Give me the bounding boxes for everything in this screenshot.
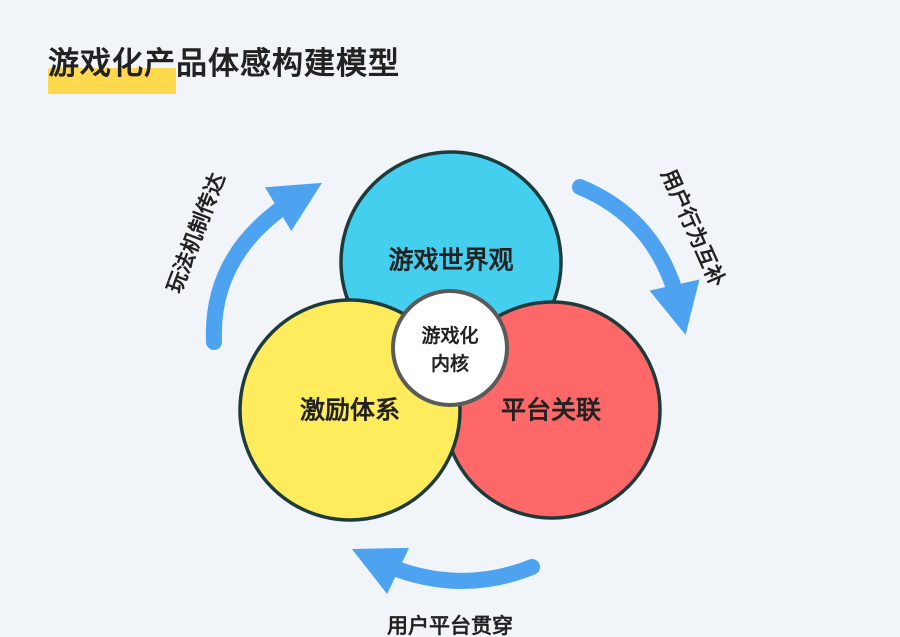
label-core-line1: 游戏化 bbox=[421, 324, 478, 347]
label-core-line2: 内核 bbox=[431, 352, 469, 375]
arrow-right bbox=[572, 179, 700, 335]
title-block: 游戏化产品体感构建模型 bbox=[48, 44, 400, 94]
label-platform: 平台关联 bbox=[501, 396, 601, 425]
page-title: 游戏化产品体感构建模型 bbox=[48, 46, 400, 82]
arrow-bottom bbox=[351, 547, 540, 595]
label-world: 游戏世界观 bbox=[388, 246, 513, 275]
arrow-left bbox=[205, 182, 322, 350]
circle-core bbox=[391, 289, 509, 407]
label-arrow-bottom: 用户平台贯穿 bbox=[387, 614, 513, 637]
label-incentive: 激励体系 bbox=[300, 396, 400, 425]
title-highlight bbox=[48, 68, 176, 94]
